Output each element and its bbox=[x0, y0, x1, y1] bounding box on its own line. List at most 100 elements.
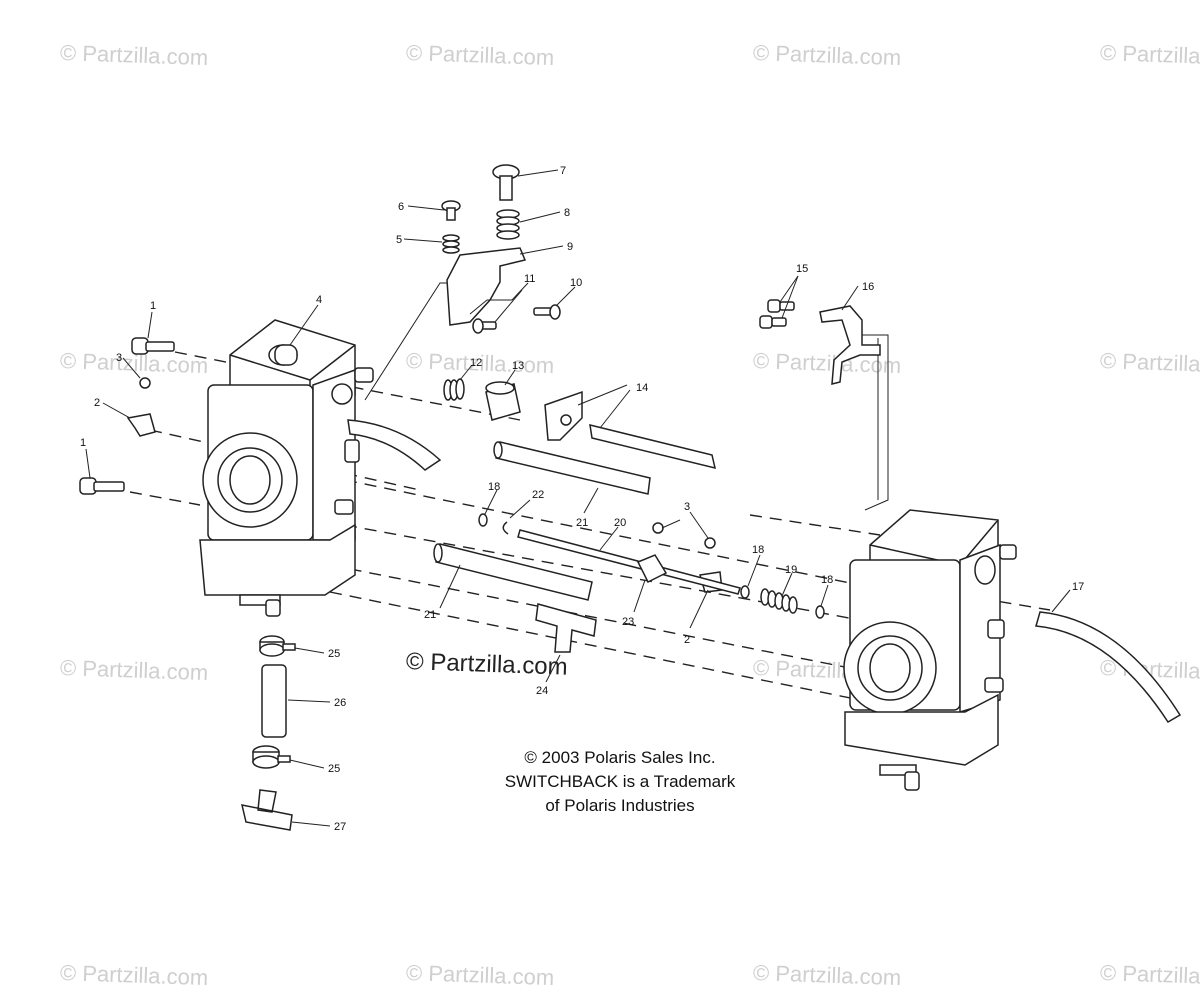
leader-line bbox=[577, 384, 628, 406]
leader-line bbox=[484, 489, 498, 515]
part-19-spring bbox=[760, 588, 798, 614]
vent-hose-left bbox=[347, 419, 442, 471]
part-18-washer bbox=[478, 513, 488, 527]
callout-7: 7 bbox=[560, 165, 566, 177]
part-13-sleeve bbox=[485, 381, 521, 421]
leader-line bbox=[439, 564, 461, 609]
part-3-screw bbox=[704, 537, 716, 549]
callout-1: 1 bbox=[150, 300, 156, 312]
leader-line bbox=[583, 487, 599, 514]
callout-2: 2 bbox=[684, 634, 690, 646]
part-7-screw bbox=[492, 164, 520, 201]
callout-27: 27 bbox=[334, 821, 346, 833]
callout-21: 21 bbox=[576, 517, 588, 529]
part-15-screw bbox=[759, 299, 795, 329]
alignment-line bbox=[959, 594, 1051, 611]
callout-1: 1 bbox=[80, 437, 86, 449]
part-3-screw bbox=[652, 522, 664, 534]
callout-6: 6 bbox=[398, 201, 404, 213]
leader-line bbox=[102, 402, 131, 419]
callout-4: 4 bbox=[316, 294, 322, 306]
part-18-washer bbox=[740, 585, 750, 599]
alignment-line bbox=[344, 524, 861, 621]
part-12-spring bbox=[443, 378, 465, 401]
part-25-clamp-upper bbox=[259, 635, 296, 657]
callout-20: 20 bbox=[614, 517, 626, 529]
part-27-tee-fitting bbox=[241, 789, 293, 831]
callout-23: 23 bbox=[622, 616, 634, 628]
callout-19: 19 bbox=[785, 564, 797, 576]
leader-line bbox=[555, 286, 576, 307]
alignment-line bbox=[129, 491, 201, 506]
alignment-line bbox=[149, 429, 421, 491]
callout-9: 9 bbox=[567, 241, 573, 253]
callout-3: 3 bbox=[684, 501, 690, 513]
callout-17: 17 bbox=[1072, 581, 1084, 593]
leader-line bbox=[779, 275, 799, 303]
leader-line bbox=[599, 526, 619, 551]
leader-line bbox=[504, 369, 516, 386]
part-18-washer bbox=[815, 605, 825, 619]
part-1-screw-lower bbox=[79, 477, 125, 495]
leader-line bbox=[781, 572, 793, 597]
leader-line bbox=[781, 275, 799, 319]
leader-line bbox=[519, 245, 564, 255]
alignment-line bbox=[344, 479, 861, 586]
leader-line bbox=[147, 311, 153, 339]
leader-line bbox=[517, 169, 559, 177]
alignment-line bbox=[329, 564, 861, 671]
callout-8: 8 bbox=[564, 207, 570, 219]
part-25-clamp-lower bbox=[252, 745, 291, 769]
callout-22: 22 bbox=[532, 489, 544, 501]
leader-line bbox=[689, 589, 709, 629]
part-10-screw bbox=[533, 304, 561, 320]
leader-line bbox=[407, 205, 445, 211]
leader-line bbox=[1051, 589, 1071, 613]
part-26-hose bbox=[261, 664, 287, 738]
part-23-lever bbox=[636, 554, 668, 584]
part-9-bracket bbox=[446, 247, 527, 326]
trademark-line-1: SWITCHBACK is a Trademark bbox=[504, 772, 736, 791]
leader-line bbox=[459, 364, 473, 381]
part-11-screw bbox=[472, 318, 497, 334]
callout-13: 13 bbox=[512, 360, 524, 372]
callout-12: 12 bbox=[470, 357, 482, 369]
part-5-spring bbox=[442, 234, 460, 254]
leader-line bbox=[122, 357, 141, 379]
part-16-bracket bbox=[819, 305, 881, 385]
center-watermark: © Partzilla.com bbox=[405, 648, 569, 681]
part-2-bracket-left bbox=[126, 413, 156, 437]
callout-2: 2 bbox=[94, 397, 100, 409]
part-4-plunger bbox=[274, 344, 298, 366]
caption-block: © 2003 Polaris Sales Inc. SWITCHBACK is … bbox=[460, 746, 780, 818]
part-21-rod-lower bbox=[433, 543, 593, 601]
leader-line bbox=[661, 519, 681, 529]
callout-16: 16 bbox=[862, 281, 874, 293]
copyright-text: © 2003 Polaris Sales Inc. bbox=[524, 748, 716, 767]
callout-18: 18 bbox=[488, 481, 500, 493]
callout-18: 18 bbox=[752, 544, 764, 556]
callout-26: 26 bbox=[334, 697, 346, 709]
leader-line bbox=[289, 759, 325, 769]
part-1-screw-upper bbox=[131, 337, 175, 355]
leader-line bbox=[519, 211, 561, 223]
leader-line bbox=[509, 499, 531, 519]
callout-15: 15 bbox=[796, 263, 808, 275]
callout-25: 25 bbox=[328, 648, 340, 660]
leader-line bbox=[287, 699, 331, 703]
leader-line bbox=[289, 304, 319, 346]
leader-line bbox=[545, 654, 561, 683]
callout-3: 3 bbox=[116, 352, 122, 364]
part-17-hose bbox=[1035, 611, 1182, 724]
callout-18: 18 bbox=[821, 574, 833, 586]
leader-line bbox=[633, 579, 646, 613]
part-8-spring bbox=[496, 209, 520, 240]
part-22-clip bbox=[502, 521, 509, 535]
leader-line bbox=[820, 584, 829, 607]
alignment-line bbox=[860, 334, 889, 511]
callout-11: 11 bbox=[524, 273, 535, 285]
callout-14: 14 bbox=[636, 382, 648, 394]
leader-line bbox=[291, 821, 331, 827]
callout-10: 10 bbox=[570, 277, 582, 289]
